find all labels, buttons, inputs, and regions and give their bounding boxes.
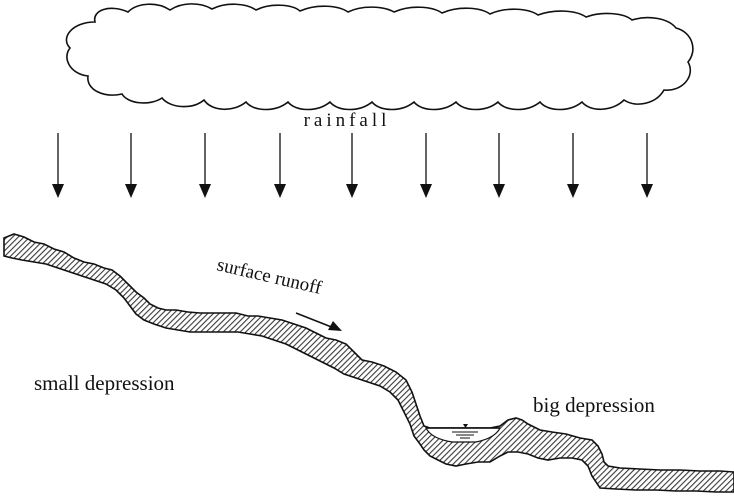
- big-depression-label: big depression: [533, 393, 655, 417]
- cloud: [65, 3, 694, 111]
- rainfall-label: rainfall: [304, 110, 391, 131]
- pond-water: [425, 424, 501, 443]
- terrain: [3, 233, 734, 493]
- rain-arrow: [420, 133, 432, 198]
- rain-arrow: [274, 133, 286, 198]
- rain-arrow: [125, 133, 137, 198]
- rain-arrows: [52, 133, 653, 198]
- rain-arrow: [346, 133, 358, 198]
- rain-arrow: [641, 133, 653, 198]
- rain-arrow: [199, 133, 211, 198]
- rain-arrow: [567, 133, 579, 198]
- runoff-arrow: [295, 312, 342, 331]
- rain-arrow: [493, 133, 505, 198]
- rain-arrow: [52, 133, 64, 198]
- small-depression-label: small depression: [34, 371, 175, 395]
- surface-runoff-label: surface runoff: [215, 254, 324, 299]
